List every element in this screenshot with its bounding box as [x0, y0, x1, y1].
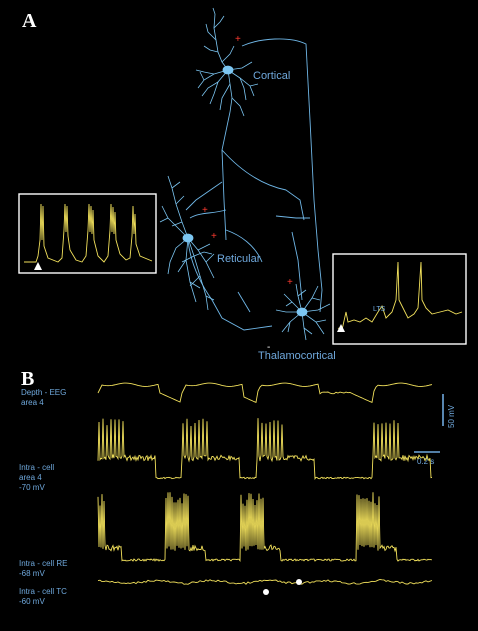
marker-dot-1 — [263, 589, 269, 595]
trace-re — [97, 492, 433, 562]
scale-voltage-label: 50 mV — [447, 404, 456, 428]
thalamocortical-neuron — [275, 283, 331, 341]
cortical-label-line1: Intra - cell — [19, 463, 54, 472]
synapse-plus-tc: + — [287, 277, 293, 288]
label-cortical: Cortical — [253, 70, 290, 82]
tc-label-line1: Intra - cell TC — [19, 587, 67, 596]
inset-tc-trace — [337, 261, 463, 331]
cortical-label-line3: -70 mV — [19, 483, 45, 492]
inset-thalamocortical: LTS — [332, 253, 467, 345]
trace-cortical — [97, 418, 433, 481]
axon-projections — [185, 38, 323, 331]
panel-a-letter: A — [22, 10, 37, 32]
tc-label-line2: -60 mV — [19, 597, 45, 606]
inset-reticular-trace — [24, 203, 153, 263]
trace-eeg — [97, 382, 433, 404]
synapse-minus-tc: - — [267, 342, 270, 353]
lts-label: LTS — [373, 306, 386, 313]
re-label-line2: -68 mV — [19, 569, 45, 578]
eeg-label-line1: Depth - EEG — [21, 388, 66, 397]
cortical-neuron — [195, 7, 259, 117]
re-label-line1: Intra - cell RE — [19, 559, 67, 568]
trace-tc — [97, 579, 433, 585]
inset-reticular — [18, 193, 157, 274]
stimulus-marker-tc-icon — [337, 324, 345, 332]
cortical-label-line2: area 4 — [19, 473, 42, 482]
label-reticular: Reticular — [217, 253, 261, 265]
scale-bars: 50 mV 0.2 s — [414, 394, 456, 466]
label-thalamocortical: Thalamocortical — [258, 350, 336, 362]
panel-b-letter: B — [21, 368, 34, 390]
synapse-plus-reticular-1: + — [202, 205, 208, 216]
scale-time-label: 0.2 s — [417, 457, 434, 466]
eeg-label-line2: area 4 — [21, 398, 44, 407]
stimulus-marker-icon — [34, 262, 42, 270]
synapse-plus-reticular-2: + — [211, 231, 217, 242]
marker-dot-2 — [296, 579, 302, 585]
reticular-neuron — [159, 175, 215, 311]
synapse-plus-cortical: + — [235, 34, 241, 45]
